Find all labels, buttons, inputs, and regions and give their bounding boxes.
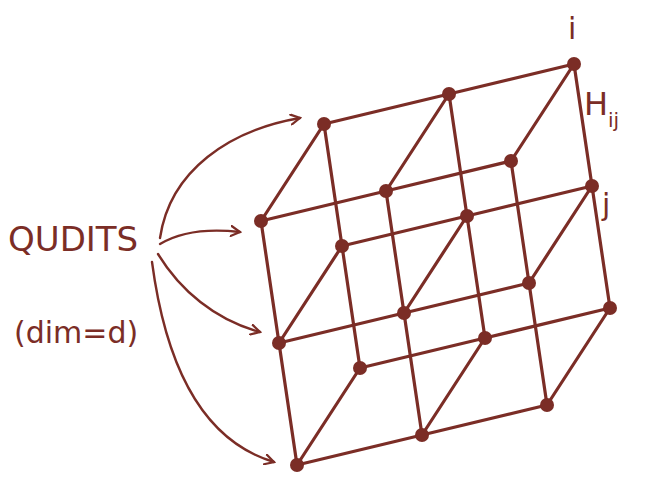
dimension-label: (dim=d) [14, 318, 138, 348]
qudit-dots [254, 57, 617, 472]
coupling-symbol: H [584, 88, 608, 120]
pointer-arrows [152, 118, 300, 462]
coupling-subscript: ij [608, 110, 619, 130]
qudit-label: QUDITS [8, 222, 138, 256]
site-index: i [568, 14, 576, 44]
lattice-bonds [261, 64, 610, 465]
site-index: j [602, 190, 610, 220]
